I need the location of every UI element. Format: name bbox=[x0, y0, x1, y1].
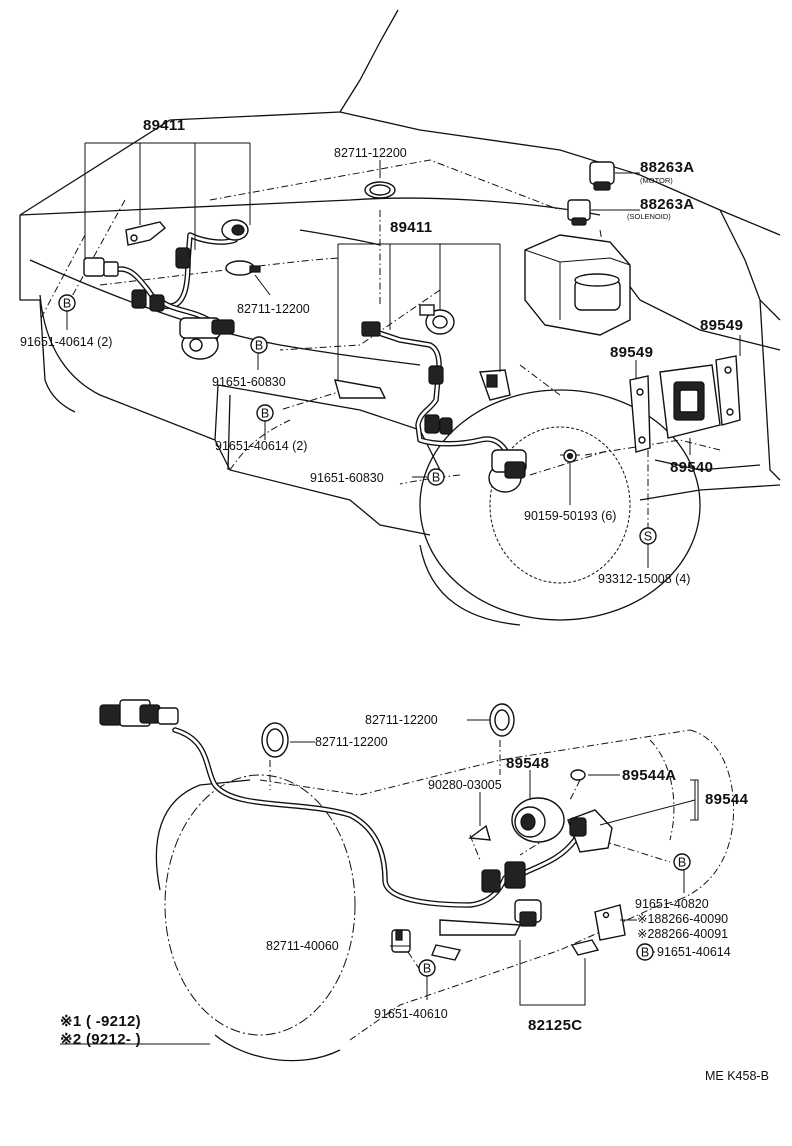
clip-82711-40060 bbox=[391, 929, 411, 953]
connector-rear-82125c bbox=[481, 861, 542, 927]
connector-rear-harness bbox=[99, 699, 179, 727]
label-90159-50193: 90159-50193 (6) bbox=[524, 509, 616, 523]
ecu-bracket-left bbox=[629, 375, 651, 453]
bolt-mark-b-4: B bbox=[427, 468, 445, 486]
harness-grommet-right bbox=[424, 365, 453, 435]
label-288266-40091: ※288266-40091 bbox=[637, 927, 728, 941]
label-89548: 89548 bbox=[506, 755, 549, 772]
label-89544a: 89544A bbox=[622, 767, 676, 784]
svg-text:B: B bbox=[423, 962, 431, 976]
label-82711-12200-d: 82711-12200 bbox=[315, 735, 388, 749]
clamp-82711-upper-mid bbox=[364, 181, 396, 199]
speed-sensor-front-right bbox=[488, 449, 527, 493]
speed-sensor-rear-89544 bbox=[567, 809, 613, 853]
label-88263a-motor-note: (MOTOR) bbox=[640, 176, 673, 185]
front-wheel bbox=[419, 389, 701, 626]
label-91651-40614-2a: 91651-40614 (2) bbox=[20, 335, 112, 349]
label-188266-40090: ※188266-40090 bbox=[637, 912, 728, 926]
ecu-bracket-right bbox=[715, 355, 741, 426]
svg-text:B: B bbox=[641, 946, 649, 960]
diagram-code: ME K458-B bbox=[705, 1069, 769, 1083]
label-88263a-motor: 88263A bbox=[640, 159, 694, 176]
harness-bracket-right-1 bbox=[334, 379, 387, 399]
bolt-mark-b-1: B bbox=[58, 294, 76, 312]
upper-leader-lines bbox=[39, 159, 721, 530]
svg-text:B: B bbox=[432, 471, 440, 485]
transmission-outline bbox=[155, 729, 735, 1062]
speed-sensor-front-left bbox=[179, 317, 235, 360]
label-82711-12200-b: 82711-12200 bbox=[237, 302, 310, 316]
relay-motor bbox=[589, 161, 615, 191]
relay-solenoid bbox=[567, 199, 591, 226]
svg-text:B: B bbox=[678, 856, 686, 870]
key-90280 bbox=[468, 824, 491, 841]
harness-connector-right-1 bbox=[361, 321, 381, 337]
harness-bracket-right-2 bbox=[479, 369, 511, 401]
spacer-plate bbox=[570, 939, 600, 956]
clamp-82711-lower-left bbox=[261, 722, 289, 758]
harness-bracket-left bbox=[125, 221, 166, 246]
wire-harness-right bbox=[367, 327, 513, 463]
label-82711-12200-c: 82711-12200 bbox=[365, 713, 438, 727]
label-88263a-solenoid-note: (SOLENOID) bbox=[627, 212, 671, 221]
sensor-connector-right bbox=[419, 304, 455, 335]
label-90280-03005: 90280-03005 bbox=[428, 778, 502, 792]
label-89549-a: 89549 bbox=[700, 317, 743, 334]
bolt-mark-b-3: B bbox=[256, 404, 274, 422]
svg-text:B: B bbox=[255, 339, 263, 353]
svg-text:S: S bbox=[644, 530, 652, 544]
upper-callout-lines bbox=[66, 142, 741, 568]
label-89411-top: 89411 bbox=[143, 117, 185, 134]
bolt-mark-b-2: B bbox=[250, 336, 268, 354]
screw-mark-s: S bbox=[639, 527, 657, 545]
label-93312-15008: 93312-15008 (4) bbox=[598, 572, 690, 586]
footnote-2: ※2 (9212- ) bbox=[60, 1031, 141, 1048]
label-82125c: 82125C bbox=[528, 1017, 582, 1034]
sensor-rotor-89548 bbox=[511, 797, 565, 843]
label-91651-40614-2b: 91651-40614 (2) bbox=[215, 439, 307, 453]
label-91651-60830-a: 91651-60830 bbox=[212, 375, 286, 389]
bracket-88266 bbox=[594, 904, 626, 941]
svg-text:B: B bbox=[63, 297, 71, 311]
harness-connector-left-1 bbox=[83, 257, 119, 277]
svg-text:B: B bbox=[261, 407, 269, 421]
label-82711-12200-a: 82711-12200 bbox=[334, 146, 407, 160]
label-91651-40610: 91651-40610 bbox=[374, 1007, 448, 1021]
bolt-mark-b-6: B bbox=[636, 943, 654, 961]
label-91651-40820: 91651-40820 bbox=[635, 897, 709, 911]
label-91651-60830-b: 91651-60830 bbox=[310, 471, 384, 485]
label-91651-40614: 91651-40614 bbox=[657, 945, 731, 959]
footnote-1: ※1 ( -9212) bbox=[60, 1013, 141, 1030]
bolt-mark-b-7: B bbox=[418, 959, 436, 977]
abs-computer bbox=[659, 364, 721, 439]
abs-actuator bbox=[524, 234, 631, 336]
clamp-82711-lower-right bbox=[489, 703, 515, 737]
label-82711-40060: 82711-40060 bbox=[266, 939, 339, 953]
o-ring-89544a bbox=[570, 769, 586, 781]
bolt-mark-b-5: B bbox=[673, 853, 691, 871]
label-89411-mid: 89411 bbox=[390, 219, 432, 236]
label-89544: 89544 bbox=[705, 791, 749, 808]
harness-bracket-rear bbox=[431, 919, 522, 961]
sensor-connector-left bbox=[221, 219, 249, 241]
lower-callout-lines bbox=[60, 719, 699, 1045]
clamp-82711-upper-left bbox=[225, 260, 261, 276]
nut-90159 bbox=[563, 449, 577, 463]
label-89549-b: 89549 bbox=[610, 344, 653, 361]
harness-grommet-left bbox=[131, 247, 191, 312]
label-89540: 89540 bbox=[670, 459, 713, 476]
label-88263a-solenoid: 88263A bbox=[640, 196, 694, 213]
